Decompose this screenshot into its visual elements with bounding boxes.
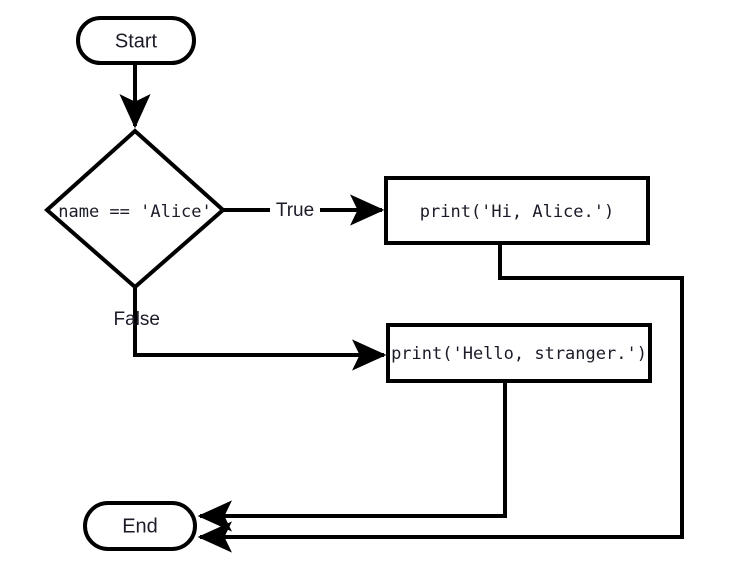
end-label: End (122, 515, 158, 537)
print-stranger-label: print('Hello, stranger.') (391, 344, 647, 364)
decision-label: name == 'Alice' (58, 202, 212, 222)
decision-shape (43, 128, 227, 290)
edge-decision-false: False (114, 287, 387, 371)
edge-label-false: False (114, 309, 160, 330)
edge-alice-to-end (197, 243, 684, 553)
print-stranger-shape (386, 323, 652, 383)
node-print-stranger[interactable]: print('Hello, stranger.') (386, 323, 652, 383)
edge-stranger-to-end (197, 381, 507, 532)
node-start[interactable]: Start (76, 16, 196, 65)
start-label: Start (115, 30, 158, 52)
edge-label-true: True (276, 200, 314, 221)
node-decision[interactable]: name == 'Alice' (43, 128, 227, 290)
print-alice-shape (384, 176, 650, 245)
start-shape (76, 16, 196, 65)
end-shape (83, 501, 197, 551)
edge-decision-true: True (223, 194, 385, 226)
node-end[interactable]: End (83, 501, 197, 551)
print-alice-label: print('Hi, Alice.') (420, 202, 614, 222)
node-print-alice[interactable]: print('Hi, Alice.') (384, 176, 650, 245)
